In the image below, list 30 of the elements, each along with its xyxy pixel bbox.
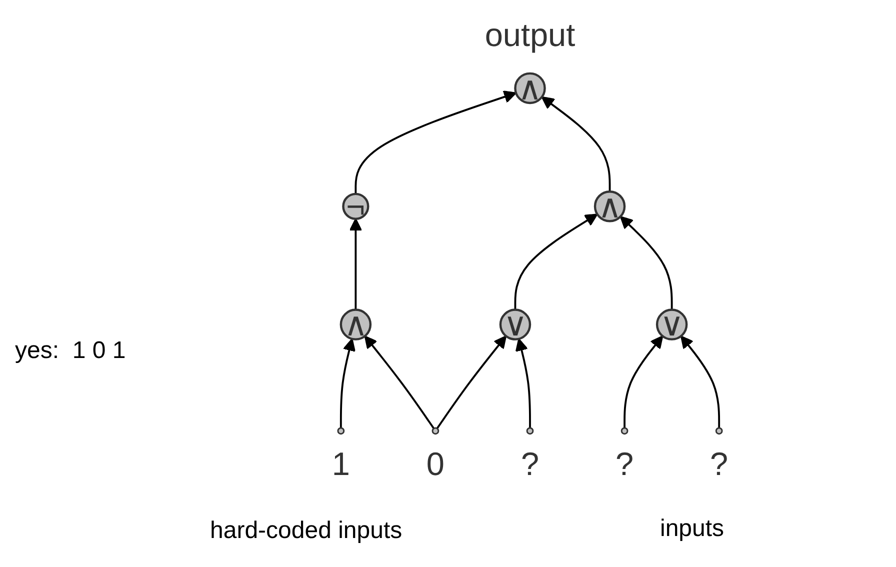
input-dot <box>620 427 628 435</box>
arrow <box>624 336 664 428</box>
input-value: ? <box>710 446 728 482</box>
arrow <box>349 218 362 310</box>
arrow <box>620 216 673 310</box>
arrow <box>541 96 611 192</box>
logic-gate-circle: ∨ <box>656 306 688 344</box>
input-value: 1 <box>332 446 350 482</box>
input-value: 0 <box>426 446 444 482</box>
arrow <box>354 90 517 194</box>
arrow <box>515 338 531 428</box>
arrow <box>340 338 356 428</box>
output-label: output <box>484 17 576 54</box>
input-dot <box>715 427 723 435</box>
input-dot <box>432 427 440 435</box>
arrow <box>680 336 720 428</box>
arrow <box>364 336 435 430</box>
logic-gate-circle: ∧ <box>340 306 372 344</box>
input-dot <box>337 427 345 435</box>
logic-gate-circle: ∧ <box>594 188 626 225</box>
logic-gate-circle: ∧ <box>514 70 546 107</box>
input-value: ? <box>520 446 540 482</box>
logic-gate-circle: ∨ <box>499 306 532 344</box>
arrow <box>514 214 598 310</box>
note-text: yes: 1 0 1 <box>15 337 126 365</box>
note-text: hard-coded inputs <box>210 517 402 545</box>
arrow <box>436 336 507 430</box>
input-value: ? <box>616 446 634 482</box>
input-dot <box>526 427 534 435</box>
note-text: inputs <box>660 515 724 543</box>
